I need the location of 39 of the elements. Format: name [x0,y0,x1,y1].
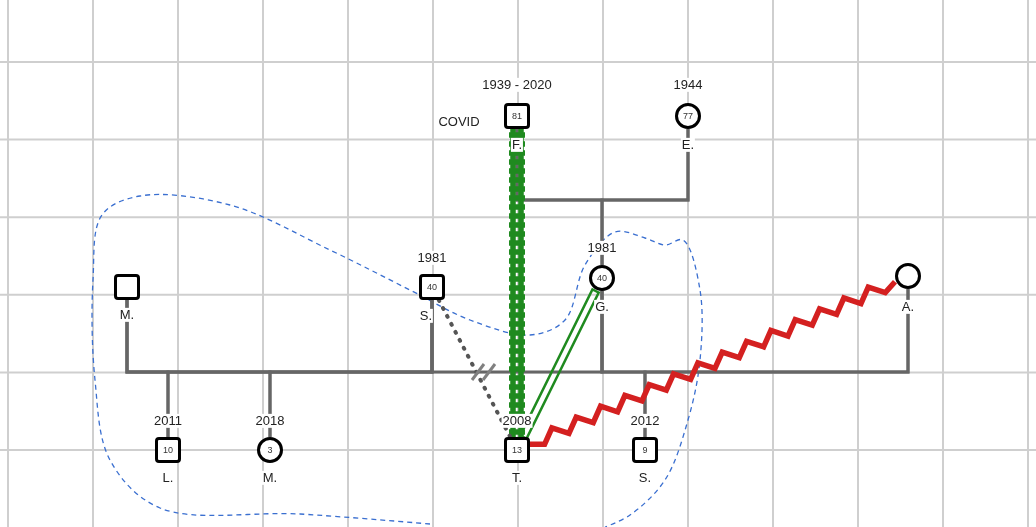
date-label: 1939 - 2020 [481,77,553,93]
male-symbol [419,274,445,300]
age-label: 13 [512,445,522,455]
age-label: 10 [163,445,173,455]
family-line [643,289,910,437]
distant-relationship-line [436,298,513,439]
name-label: E. [680,137,696,153]
age-label: 9 [642,445,648,455]
family-line [600,129,690,265]
date-label: 2012 [629,413,661,429]
name-label: A. [900,299,916,315]
age-label: 3 [267,445,273,455]
age-label: 81 [512,111,522,121]
age-label: 77 [683,111,693,121]
date-label: 1944 [672,77,704,93]
name-label: M. [261,470,279,486]
age-label: 40 [427,282,437,292]
male-symbol [114,274,140,300]
name-label: S. [418,308,434,324]
name-label: G. [594,299,610,315]
date-label: 1981 [586,240,618,256]
male-symbol [504,103,530,129]
male-symbol [155,437,181,463]
hostile-relationship-line [530,279,898,448]
date-label: 2018 [254,413,286,429]
name-label: T. [510,470,524,486]
name-label: F. [510,137,524,153]
female-symbol [589,265,615,291]
name-label: M. [118,307,136,323]
date-label: 2011 [153,413,183,429]
age-label: 40 [597,273,607,283]
family-line [268,300,434,437]
date-label: 2008 [501,413,533,429]
female-symbol [675,103,701,129]
date-label: 1981 [416,250,448,266]
female-symbol [895,263,921,289]
female-symbol [257,437,283,463]
male-symbol [504,437,530,463]
male-symbol [632,437,658,463]
